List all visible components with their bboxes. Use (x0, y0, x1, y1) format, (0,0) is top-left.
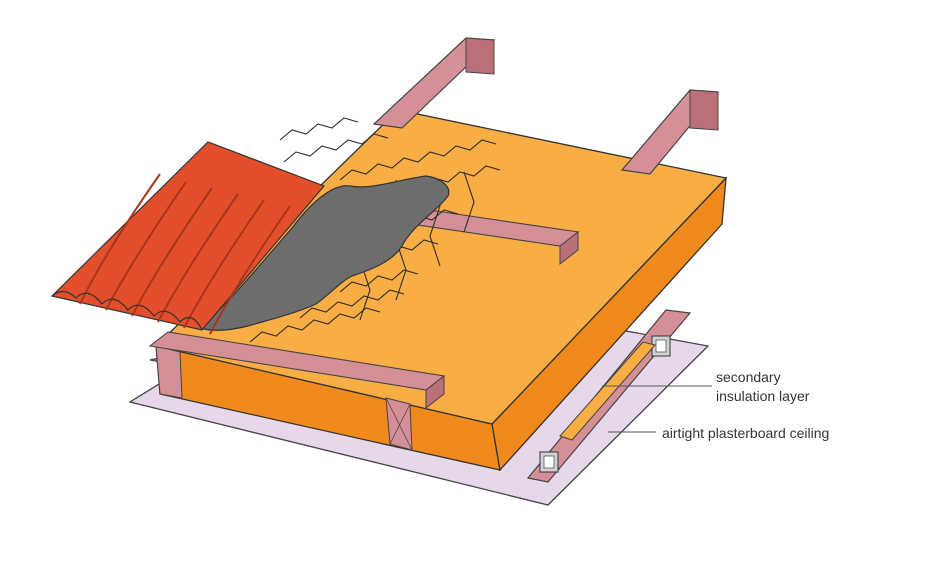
post-cross-brace (385, 397, 413, 451)
label-airtight-ceiling: airtight plasterboard ceiling (662, 425, 830, 441)
bracket-icon (539, 451, 559, 473)
label-secondary-line1: secondary (716, 369, 781, 385)
post-cross-brace (389, 403, 411, 445)
secondary-insulation-strip (559, 341, 656, 441)
breather-membrane (198, 175, 450, 331)
label-secondary-insulation: secondary insulation layer (716, 368, 809, 406)
batten-lower-end (425, 374, 445, 410)
wire-mesh (249, 117, 501, 343)
corrugated-roof-tiles (50, 141, 326, 335)
rafter-right-side (689, 89, 719, 131)
label-secondary-line2: insulation layer (716, 388, 810, 404)
timber-post (155, 345, 183, 399)
batten-upper-end (559, 230, 579, 266)
rafter-left-side (465, 37, 495, 75)
